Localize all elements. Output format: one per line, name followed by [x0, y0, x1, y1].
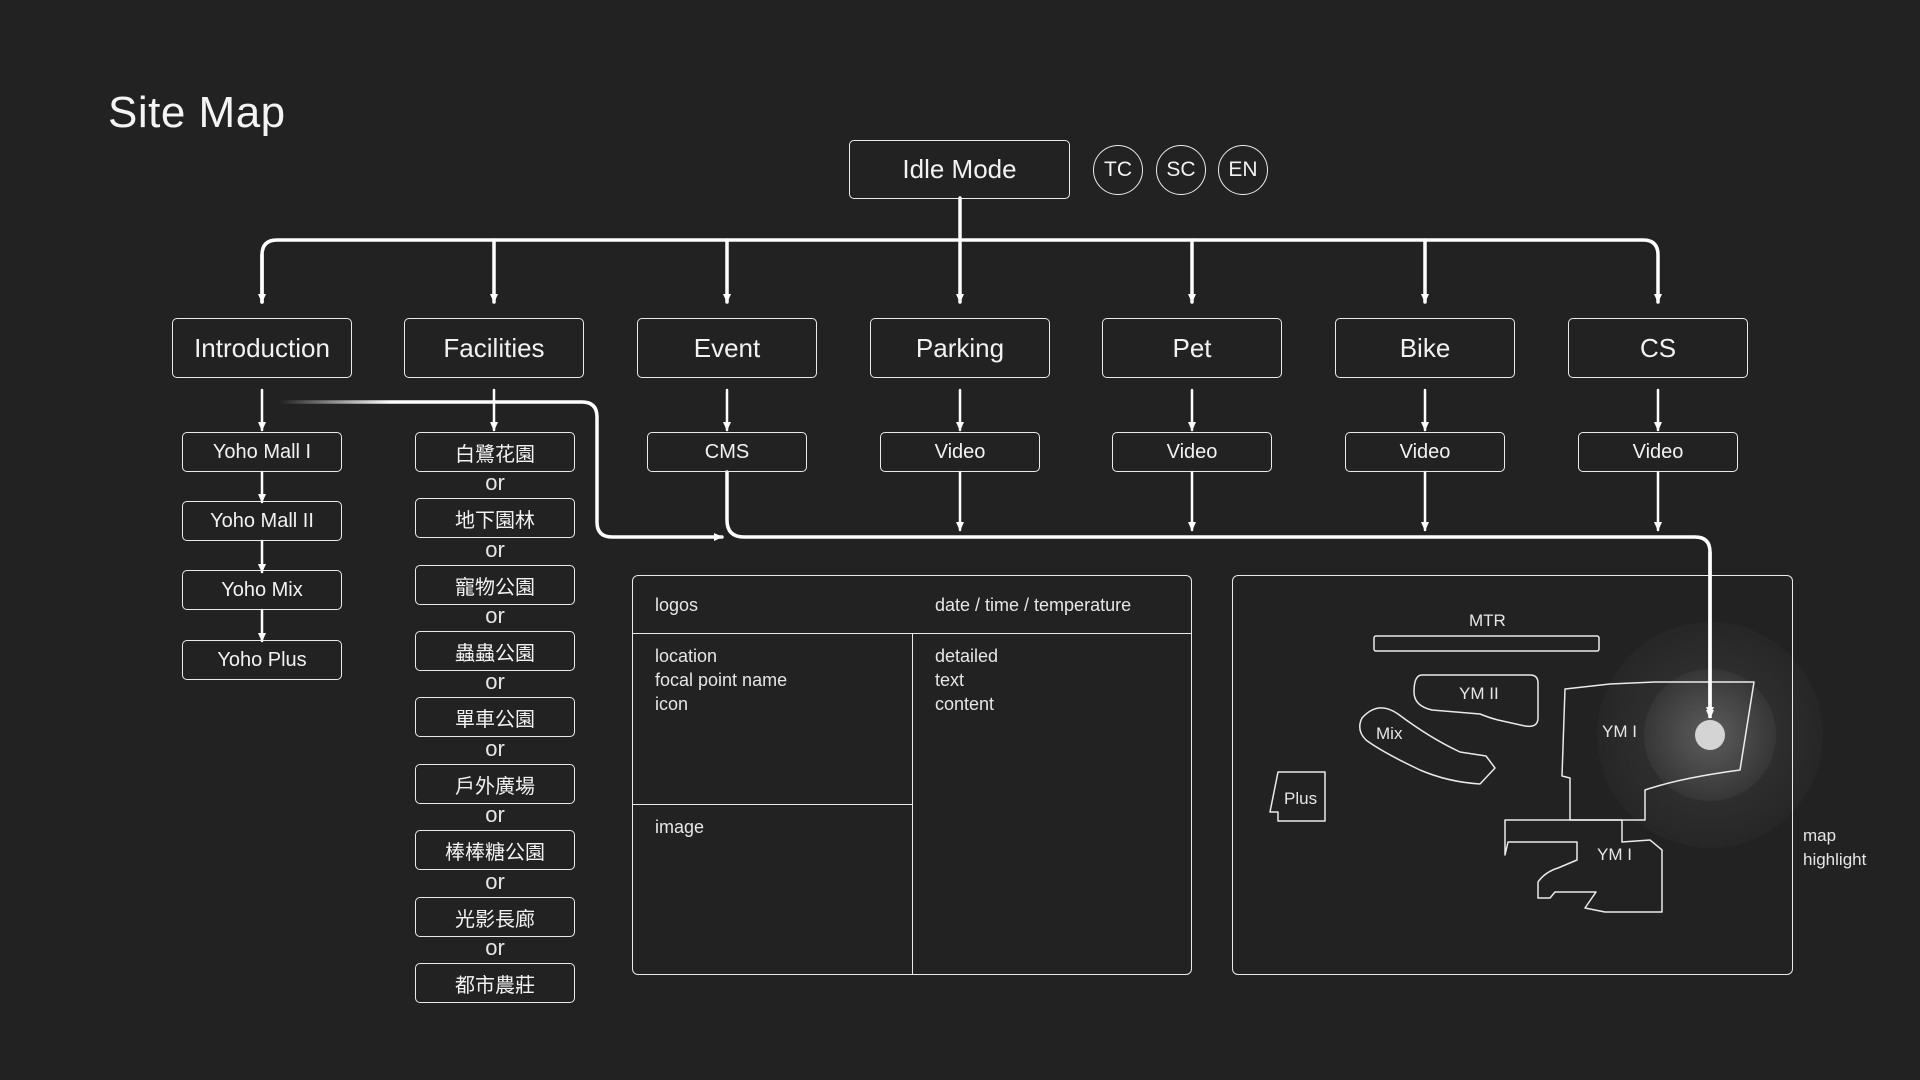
event-cms-node: CMS: [647, 432, 807, 472]
or-label: or: [485, 537, 505, 562]
or-label: or: [485, 736, 505, 761]
detail-text-line: detailed: [935, 646, 999, 666]
or-label: or: [485, 603, 505, 628]
detail-divider-left: [633, 804, 912, 805]
facility-item: 白鷺花園: [415, 432, 575, 472]
facility-item: 蟲蟲公園: [415, 631, 575, 671]
location-line: location: [655, 646, 718, 666]
mtr-label: MTR: [1469, 611, 1506, 630]
or-label: or: [485, 935, 505, 960]
or-label: or: [485, 669, 505, 694]
detail-text-line: content: [935, 694, 995, 714]
map-highlight-line: highlight: [1803, 850, 1867, 869]
category-bike: Bike: [1335, 318, 1515, 378]
idle-mode-node: Idle Mode: [849, 140, 1070, 199]
ym1-bottom-label: YM I: [1597, 845, 1632, 864]
page-title: Site Map: [108, 88, 286, 137]
plus-label: Plus: [1284, 789, 1318, 808]
category-parking: Parking: [870, 318, 1050, 378]
bike-video-node: Video: [1345, 432, 1505, 472]
facility-item: 光影長廊: [415, 897, 575, 937]
parking-video-node: Video: [880, 432, 1040, 472]
plus-shape: [1269, 771, 1326, 822]
lang-tc-node: TC: [1093, 145, 1143, 195]
ym2-shape: [1413, 674, 1539, 728]
category-cs: CS: [1568, 318, 1748, 378]
or-label: or: [485, 869, 505, 894]
or-label: or: [485, 802, 505, 827]
lang-sc-node: SC: [1156, 145, 1206, 195]
mtr-bar: [1373, 635, 1600, 652]
detail-text-line: text: [935, 670, 965, 690]
intro-item-yoho-mall-2: Yoho Mall II: [182, 501, 342, 541]
ym1-top-label: YM I: [1602, 722, 1637, 741]
intro-item-yoho-mix: Yoho Mix: [182, 570, 342, 610]
ym2-label: YM II: [1459, 684, 1499, 703]
map-highlight-line: map: [1803, 826, 1837, 845]
pet-video-node: Video: [1112, 432, 1272, 472]
ym1-bottom-shape: [1504, 819, 1663, 913]
logos-label: logos: [655, 595, 699, 615]
detail-panel: logos date / time / temperature location…: [632, 575, 1192, 975]
facility-item: 地下園林: [415, 498, 575, 538]
facility-item: 寵物公園: [415, 565, 575, 605]
category-pet: Pet: [1102, 318, 1282, 378]
facility-item: 單車公園: [415, 697, 575, 737]
highlight-dot: [1695, 720, 1725, 750]
or-label: or: [485, 470, 505, 495]
category-facilities: Facilities: [404, 318, 584, 378]
facility-item: 棒棒糖公園: [415, 830, 575, 870]
image-label: image: [655, 817, 705, 837]
facility-item: 戶外廣場: [415, 764, 575, 804]
intro-item-yoho-plus: Yoho Plus: [182, 640, 342, 680]
location-line: icon: [655, 694, 689, 714]
category-introduction: Introduction: [172, 318, 352, 378]
facility-item: 都市農莊: [415, 963, 575, 1003]
detail-divider-v: [912, 633, 913, 974]
cs-video-node: Video: [1578, 432, 1738, 472]
category-event: Event: [637, 318, 817, 378]
intro-item-yoho-mall-1: Yoho Mall I: [182, 432, 342, 472]
mix-shape: [1359, 707, 1496, 785]
datetime-label: date / time / temperature: [935, 595, 1132, 615]
lang-en-node: EN: [1218, 145, 1268, 195]
mix-label: Mix: [1376, 724, 1403, 743]
location-line: focal point name: [655, 670, 788, 690]
